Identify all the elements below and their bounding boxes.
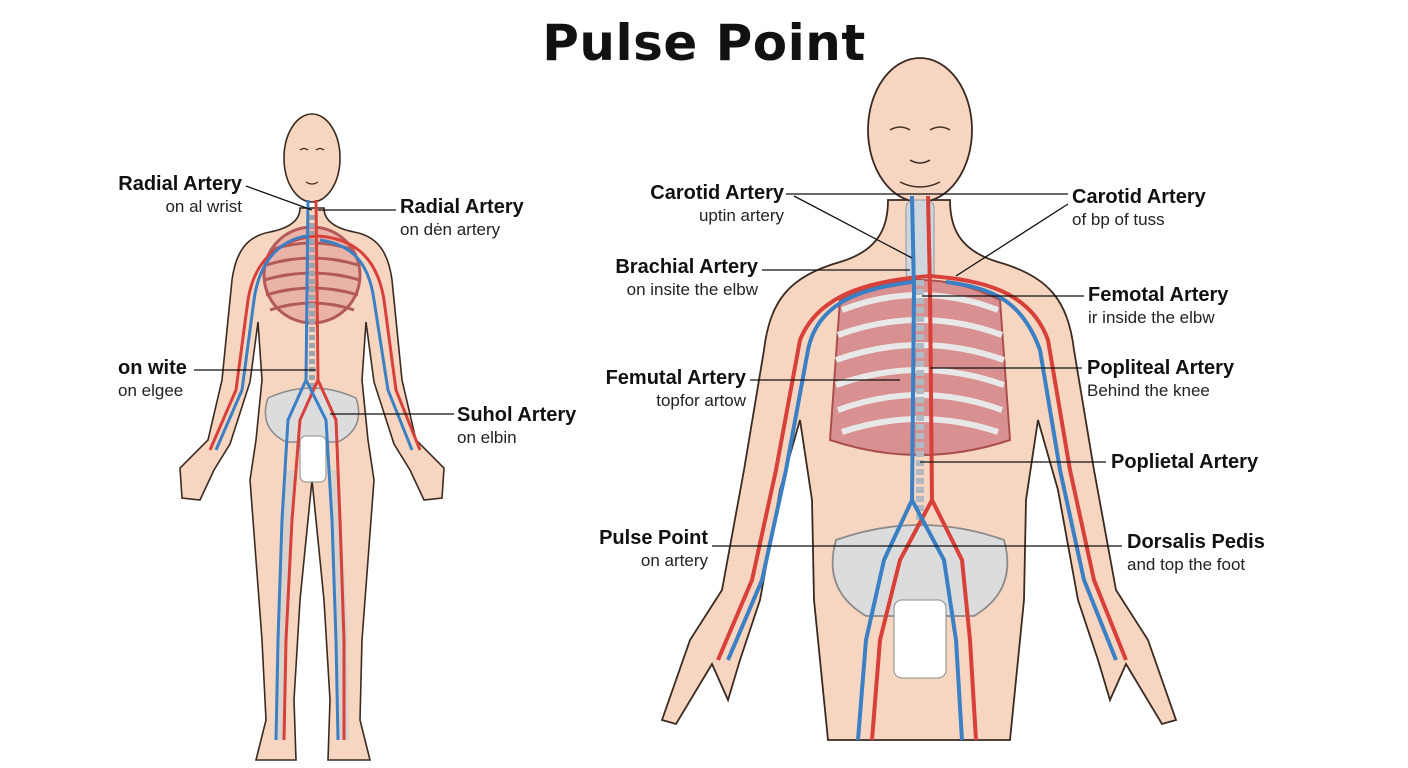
label-right-dorsalis-pedis: Dorsalis Pedis and top the foot: [1127, 531, 1265, 576]
right-body-figure: [660, 57, 1178, 741]
left-body-figure: [179, 113, 454, 761]
label-title: Femotal Artery: [1088, 284, 1229, 306]
label-left-suhol-artery: Suhol Artery on elbin: [457, 404, 576, 449]
label-subtitle: on al wrist: [165, 197, 242, 216]
left-head: [283, 113, 341, 203]
label-title: Brachial Artery: [615, 256, 758, 278]
left-body-outline: [179, 207, 445, 761]
label-subtitle: on elbin: [457, 428, 517, 447]
label-subtitle: on insite the elbw: [626, 280, 758, 299]
label-subtitle: of bp of tuss: [1072, 210, 1165, 229]
label-title: Dorsalis Pedis: [1127, 531, 1265, 553]
label-right-femotal-artery: Femotal Artery ir inside the elbw: [1088, 284, 1228, 329]
label-right-carotid-artery-2: Carotid Artery of bp of tuss: [1072, 186, 1206, 231]
label-subtitle: Behind the knee: [1087, 381, 1210, 400]
label-title: Radial Artery: [400, 196, 524, 218]
label-right-poplietal-artery: Poplietal Artery: [1111, 451, 1258, 474]
right-veins: [726, 195, 1118, 741]
label-subtitle: ir inside the elbw: [1088, 308, 1215, 327]
label-title: Femutal Artery: [605, 367, 746, 389]
label-right-carotid-artery-1: Carotid Artery uptin artery: [620, 182, 784, 227]
label-title: on wite: [118, 357, 187, 379]
left-leader-lines: [194, 185, 454, 415]
label-subtitle: uptin artery: [698, 206, 784, 225]
label-title: Poplietal Artery: [1111, 451, 1259, 473]
label-subtitle: on elgee: [118, 381, 184, 400]
label-right-popliteal-artery: Popliteal Artery Behind the knee: [1087, 357, 1234, 402]
label-left-on-wite: on wite on elgee: [118, 357, 187, 402]
diagram-title: Pulse Point: [542, 14, 866, 72]
label-title: Radial Artery: [118, 173, 242, 195]
left-veins: [214, 199, 414, 741]
label-title: Pulse Point: [599, 527, 708, 549]
label-title: Carotid Artery: [650, 182, 784, 204]
label-subtitle: topfor artow: [656, 391, 746, 410]
label-left-radial-artery-2: Radial Artery on dėn artery: [400, 196, 524, 241]
label-left-radial-artery-1: Radial Artery on al wrist: [98, 173, 242, 218]
label-subtitle: on dėn artery: [400, 220, 501, 239]
label-right-femutal-artery: Femutal Artery topfor artow: [580, 367, 746, 412]
label-subtitle: and top the foot: [1127, 555, 1246, 574]
right-head: [867, 57, 973, 203]
label-right-pulse-point: Pulse Point on artery: [560, 527, 708, 572]
label-title: Popliteal Artery: [1087, 357, 1235, 379]
label-title: Suhol Artery: [457, 404, 577, 426]
right-arteries: [716, 195, 1128, 741]
label-subtitle: on artery: [640, 551, 708, 570]
label-title: Carotid Artery: [1072, 186, 1206, 208]
right-leader-lines: [712, 193, 1122, 547]
label-right-brachial-artery: Brachial Artery on insite the elbw: [590, 256, 758, 301]
